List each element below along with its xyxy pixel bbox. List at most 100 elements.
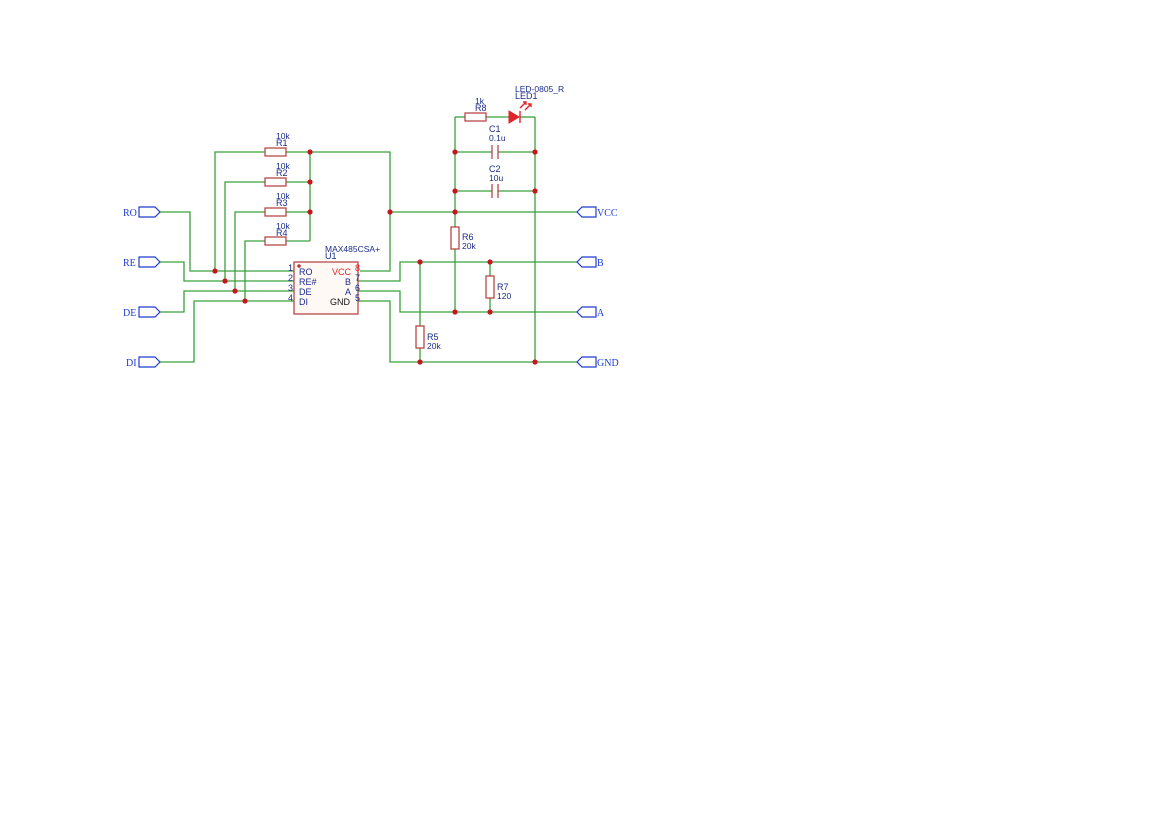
resistor-r3-ref: R3 bbox=[276, 198, 288, 208]
ic-u1-pin3-name: DE bbox=[299, 287, 312, 297]
ic-u1-pin3-num: 3 bbox=[288, 283, 293, 293]
wire-di bbox=[160, 300, 294, 363]
resistor-r8-body bbox=[464, 112, 487, 122]
junction bbox=[452, 188, 458, 194]
resistor-r6-body bbox=[450, 226, 460, 250]
port-a-shape bbox=[576, 306, 597, 318]
net-port-di[interactable]: DI bbox=[126, 356, 161, 369]
wire-re bbox=[160, 261, 294, 282]
net-port-ro[interactable]: RO bbox=[123, 206, 161, 219]
junction bbox=[452, 209, 458, 215]
capacitor-c1[interactable]: C1 0.1u bbox=[489, 124, 506, 159]
wires bbox=[160, 116, 577, 363]
resistor-r7-body bbox=[485, 275, 495, 299]
ic-u1-pin4-num: 4 bbox=[288, 293, 293, 303]
capacitor-c1-ref: C1 bbox=[489, 124, 501, 134]
resistor-r7[interactable]: R7 120 bbox=[485, 275, 511, 301]
resistor-r4-ref: R4 bbox=[276, 228, 288, 238]
ic-u1-pin2-name: RE# bbox=[299, 277, 317, 287]
ic-u1-pin1-dot bbox=[297, 264, 301, 268]
port-de-label: DE bbox=[123, 308, 136, 319]
capacitor-c2-value: 10u bbox=[489, 173, 503, 183]
junction bbox=[242, 298, 248, 304]
resistor-r5[interactable]: R5 20k bbox=[415, 325, 441, 351]
led-ray-1-head bbox=[523, 101, 527, 105]
junction bbox=[487, 309, 493, 315]
resistor-r1[interactable]: 10k R1 bbox=[264, 131, 290, 157]
port-ro-label: RO bbox=[123, 208, 137, 219]
ic-u1-pin1-name: RO bbox=[299, 267, 313, 277]
ic-u1[interactable]: MAX485CSA+ U1 1 2 3 4 RO RE# DE DI 8 7 6… bbox=[288, 244, 380, 315]
ic-u1-pin8-num: 8 bbox=[355, 263, 360, 273]
resistor-r8-ref: R8 bbox=[475, 103, 487, 113]
net-port-vcc[interactable]: VCC bbox=[576, 206, 618, 219]
junction bbox=[212, 268, 218, 274]
capacitor-c2[interactable]: C2 10u bbox=[489, 164, 503, 198]
port-de-shape bbox=[138, 306, 161, 318]
net-port-gnd[interactable]: GND bbox=[576, 356, 619, 369]
net-port-a[interactable]: A bbox=[576, 306, 605, 319]
resistor-r4[interactable]: 10k R4 bbox=[264, 221, 290, 246]
resistor-r4-body bbox=[264, 236, 287, 246]
led-led1[interactable]: LED-0805_R LED1 bbox=[508, 84, 564, 124]
led-triangle bbox=[508, 110, 520, 124]
junction bbox=[417, 359, 423, 365]
capacitor-c1-value: 0.1u bbox=[489, 133, 506, 143]
led-ray-1 bbox=[519, 101, 527, 109]
junction bbox=[307, 179, 313, 185]
ic-u1-pin6-num: 6 bbox=[355, 283, 360, 293]
led-ray-2-head bbox=[528, 103, 532, 107]
port-gnd-shape bbox=[576, 356, 597, 368]
capacitor-c2-ref: C2 bbox=[489, 164, 501, 174]
resistor-r2-value: 10k bbox=[276, 161, 290, 171]
ic-u1-pin1-num: 1 bbox=[288, 263, 293, 273]
ic-u1-pin2-num: 2 bbox=[288, 273, 293, 283]
resistor-r5-value: 20k bbox=[427, 341, 441, 351]
port-re-label: RE bbox=[123, 258, 136, 269]
wire-r1-left bbox=[214, 151, 265, 271]
wire-r4-left bbox=[244, 240, 265, 301]
ic-u1-pin6-name: A bbox=[345, 287, 351, 297]
net-port-re[interactable]: RE bbox=[123, 256, 161, 269]
ic-u1-value: MAX485CSA+ bbox=[325, 244, 380, 254]
resistor-r1-ref: R1 bbox=[276, 138, 288, 148]
junction bbox=[452, 309, 458, 315]
resistor-r4-value: 10k bbox=[276, 221, 290, 231]
port-re-shape bbox=[138, 256, 161, 268]
resistor-r6[interactable]: R6 20k bbox=[450, 226, 476, 251]
net-port-b[interactable]: B bbox=[576, 256, 604, 269]
port-ro-shape bbox=[138, 206, 161, 218]
wire-r2-left bbox=[224, 181, 265, 281]
port-di-label: DI bbox=[126, 358, 137, 369]
resistor-r8[interactable]: 1k R8 bbox=[464, 96, 487, 122]
led-ray-2 bbox=[524, 103, 532, 111]
junction bbox=[487, 259, 493, 265]
resistor-r3[interactable]: 10k R3 bbox=[264, 191, 290, 217]
wire-gnd bbox=[358, 300, 577, 363]
resistor-r7-value: 120 bbox=[497, 291, 511, 301]
ic-u1-pin8-name: VCC bbox=[332, 267, 352, 277]
resistor-r5-body bbox=[415, 325, 425, 349]
ic-u1-pin4-name: DI bbox=[299, 297, 308, 307]
junction bbox=[532, 359, 538, 365]
junction bbox=[532, 188, 538, 194]
resistor-r1-value: 10k bbox=[276, 131, 290, 141]
junction bbox=[417, 259, 423, 265]
wire-a bbox=[358, 290, 577, 313]
led-value: LED-0805_R bbox=[515, 84, 564, 94]
junction bbox=[232, 288, 238, 294]
junction bbox=[532, 149, 538, 155]
resistor-r7-ref: R7 bbox=[497, 282, 509, 292]
resistor-r2-ref: R2 bbox=[276, 168, 288, 178]
resistor-r6-value: 20k bbox=[462, 241, 476, 251]
port-vcc-shape bbox=[576, 206, 597, 218]
ic-u1-pin7-num: 7 bbox=[355, 273, 360, 283]
resistor-r5-ref: R5 bbox=[427, 332, 439, 342]
net-port-de[interactable]: DE bbox=[123, 306, 161, 319]
port-a-label: A bbox=[597, 308, 605, 319]
led-ref: LED1 bbox=[515, 91, 538, 101]
port-gnd-label: GND bbox=[597, 358, 619, 369]
port-b-label: B bbox=[597, 258, 604, 269]
resistor-r2[interactable]: 10k R2 bbox=[264, 161, 290, 187]
